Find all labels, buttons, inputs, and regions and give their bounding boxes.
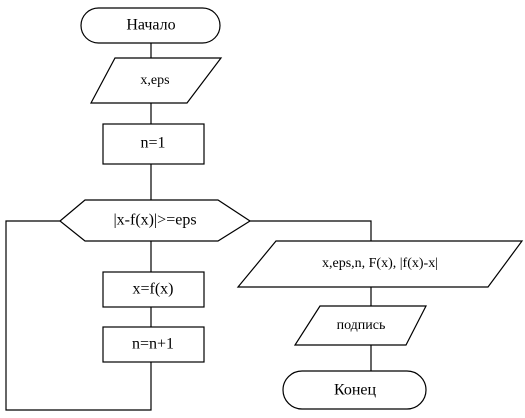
connectors	[5, 43, 372, 411]
init-label: n=1	[140, 135, 165, 152]
signature-parallelogram: подпись	[293, 305, 427, 346]
end-label: Конец	[334, 382, 377, 399]
output-parallelogram: x,eps,n, F(x), |f(x)-x|	[236, 240, 524, 288]
connector-loop-back	[5, 220, 152, 411]
start-label: Начало	[126, 17, 175, 34]
init-process: n=1	[102, 123, 205, 165]
connector-condition-output	[241, 220, 372, 241]
assign-x-label: x=f(x)	[132, 281, 173, 298]
end-terminator: Конец	[282, 370, 427, 410]
condition-label: |x-f(x)|>=eps	[113, 212, 196, 229]
signature-label: подпись	[337, 318, 386, 333]
start-terminator: Начало	[80, 7, 221, 44]
assign-x-process: x=f(x)	[102, 271, 205, 308]
increment-n-label: n=n+1	[132, 336, 174, 353]
output-label: x,eps,n, F(x), |f(x)-x|	[322, 256, 438, 271]
input-parallelogram: x,eps	[90, 57, 223, 104]
increment-n-process: n=n+1	[102, 326, 205, 363]
condition-decision: |x-f(x)|>=eps	[59, 199, 252, 242]
input-label: x,eps	[140, 73, 169, 88]
